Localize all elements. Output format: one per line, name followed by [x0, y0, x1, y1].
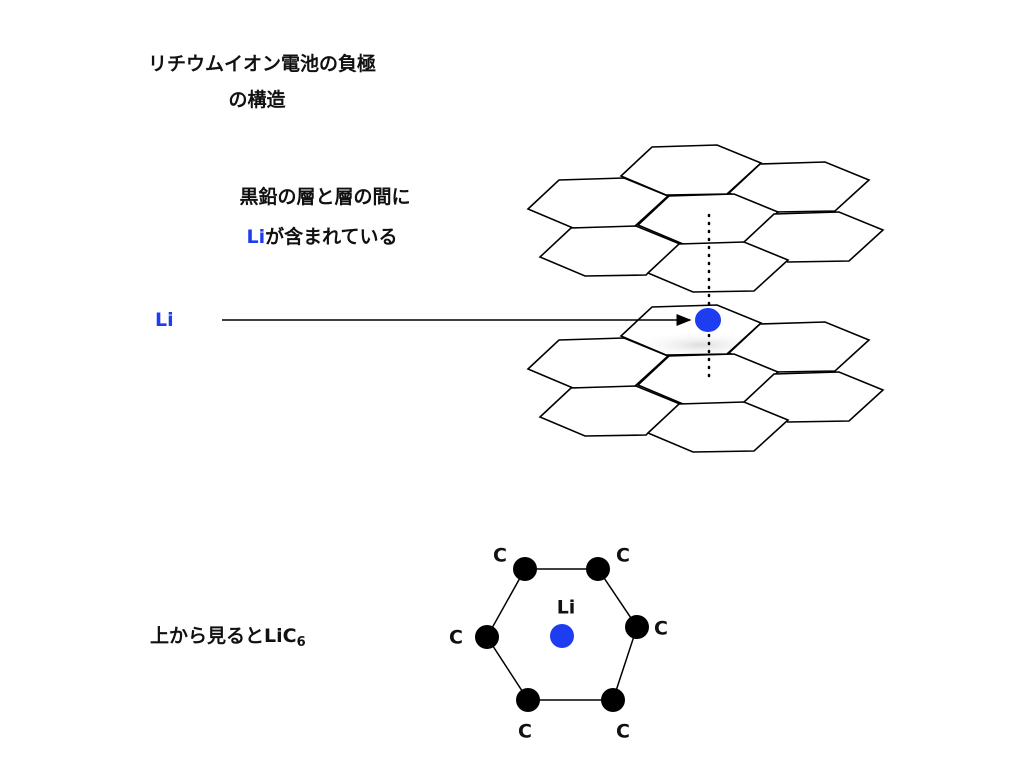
carbon-atom [513, 557, 537, 581]
carbon-hexagon [741, 211, 885, 263]
caption-li: Li [246, 226, 266, 248]
carbon-atom [586, 557, 610, 581]
formula-sub: 6 [296, 635, 306, 650]
caption-line-1: 黒鉛の層と層の間に [239, 186, 411, 208]
carbon-atom [475, 625, 499, 649]
carbon-label: C [518, 720, 532, 743]
li-atom-between-layers [695, 308, 721, 332]
carbon-hexagon [646, 241, 790, 293]
carbon-atom [625, 615, 649, 639]
carbon-hexagon [741, 371, 885, 423]
carbon-label: C [616, 544, 630, 567]
title-line-2: の構造 [228, 89, 286, 111]
carbon-label: C [616, 720, 630, 743]
graphite-layer-lower [526, 304, 885, 453]
carbon-atom [516, 688, 540, 712]
carbon-label: C [654, 617, 668, 640]
li-label: Li [155, 309, 174, 331]
top-view-li-label: Li [556, 596, 576, 619]
carbon-hexagon [646, 401, 790, 453]
title-line-1: リチウムイオン電池の負極 [147, 53, 377, 75]
caption-rest: が含まれている [265, 226, 398, 248]
carbon-atom [601, 688, 625, 712]
formula-main: とLiC [245, 625, 297, 647]
carbon-label: C [493, 544, 507, 567]
top-view-caption: 上から見るとLiC6 [150, 625, 306, 650]
li-atom-top-view [550, 624, 574, 648]
caption-line-2: Liが含まれている [246, 228, 397, 247]
graphite-layer-upper [526, 144, 885, 293]
top-view-text: 上から見る [150, 625, 246, 647]
carbon-label: C [449, 626, 463, 649]
